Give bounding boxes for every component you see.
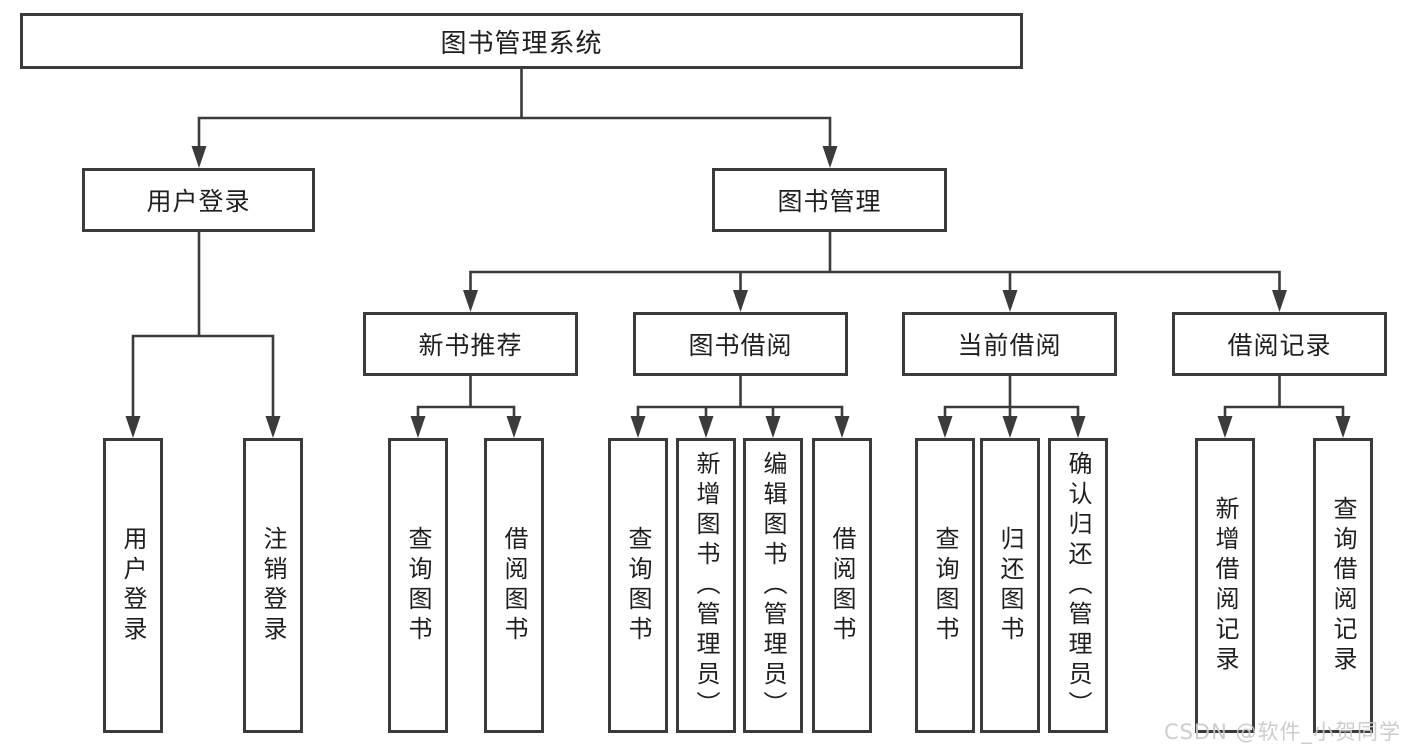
arrowhead	[1272, 290, 1287, 312]
leaf-newbooks-query: 查询图书	[388, 438, 448, 733]
node-book-borrow: 图书借阅	[633, 312, 848, 376]
leaf-logout: 注销登录	[243, 438, 303, 733]
leaf-borrow-add-admin: 新增图书（管理员）	[676, 438, 736, 733]
leaf-borrow-book-label: 借阅图书	[828, 525, 856, 646]
arrowhead	[1002, 290, 1018, 312]
leaf-newbooks-borrow: 借阅图书	[484, 438, 544, 733]
arrowhead	[1002, 416, 1018, 438]
leaf-return-book-label: 归还图书	[996, 525, 1024, 646]
node-book-borrow-label: 图书借阅	[688, 331, 793, 360]
node-new-book-recommend: 新书推荐	[363, 312, 578, 376]
leaf-add-record: 新增借阅记录	[1195, 438, 1255, 733]
edge-root-branch	[197, 116, 832, 146]
edge-currentborrow-branch	[943, 405, 1080, 417]
node-root-label: 图书管理系统	[440, 28, 603, 59]
leaf-confirm-return-admin: 确认归还（管理员）	[1048, 438, 1108, 733]
node-current-borrow: 当前借阅	[902, 312, 1117, 376]
edge-userlogin-branch	[131, 334, 275, 416]
leaf-borrow-add-admin-label: 新增图书（管理员）	[692, 450, 720, 721]
leaf-borrow-edit-admin-label: 编辑图书（管理员）	[759, 450, 787, 721]
node-current-borrow-label: 当前借阅	[957, 331, 1062, 360]
leaf-return-book: 归还图书	[980, 438, 1040, 733]
leaf-query-record: 查询借阅记录	[1313, 438, 1373, 733]
leaf-current-query-label: 查询图书	[931, 525, 959, 646]
leaf-user-login: 用户登录	[103, 438, 163, 733]
node-user-login: 用户登录	[82, 168, 315, 232]
node-new-book-recommend-label: 新书推荐	[418, 331, 523, 360]
arrowhead	[822, 146, 838, 168]
leaf-current-query: 查询图书	[915, 438, 975, 733]
edge-newbooks-branch	[416, 405, 516, 417]
arrowhead	[733, 290, 748, 312]
edge-bookmgmt-branch	[469, 270, 1281, 290]
arrowhead	[765, 416, 781, 438]
arrowhead	[410, 416, 426, 438]
leaf-borrow-book: 借阅图书	[812, 438, 872, 733]
arrowhead	[937, 416, 953, 438]
arrowhead	[506, 416, 522, 438]
arrowhead	[1070, 416, 1086, 438]
leaf-confirm-return-admin-label: 确认归还（管理员）	[1064, 450, 1092, 721]
leaf-user-login-label: 用户登录	[119, 525, 147, 646]
node-book-management-label: 图书管理	[777, 187, 882, 216]
node-root: 图书管理系统	[20, 13, 1023, 69]
arrowhead	[463, 290, 478, 312]
leaf-borrow-query: 查询图书	[608, 438, 668, 733]
leaf-newbooks-borrow-label: 借阅图书	[500, 525, 528, 646]
leaf-query-record-label: 查询借阅记录	[1329, 495, 1357, 676]
arrowhead	[1217, 416, 1233, 438]
edge-bookborrow-branch	[636, 405, 844, 417]
leaf-borrow-edit-admin: 编辑图书（管理员）	[743, 438, 803, 733]
arrowhead	[630, 416, 646, 438]
node-borrow-records: 借阅记录	[1172, 312, 1387, 376]
arrowhead	[834, 416, 850, 438]
arrowhead	[191, 146, 207, 168]
node-user-login-label: 用户登录	[146, 187, 251, 216]
edge-borrowrecords-branch	[1223, 405, 1345, 417]
node-borrow-records-label: 借阅记录	[1227, 331, 1332, 360]
node-book-management: 图书管理	[712, 168, 947, 232]
leaf-add-record-label: 新增借阅记录	[1211, 495, 1239, 676]
arrowhead	[698, 416, 714, 438]
leaf-logout-label: 注销登录	[259, 525, 287, 646]
leaf-newbooks-query-label: 查询图书	[404, 525, 432, 646]
arrowhead	[265, 416, 281, 438]
arrowhead	[125, 416, 141, 438]
leaf-borrow-query-label: 查询图书	[624, 525, 652, 646]
arrowhead	[1335, 416, 1351, 438]
